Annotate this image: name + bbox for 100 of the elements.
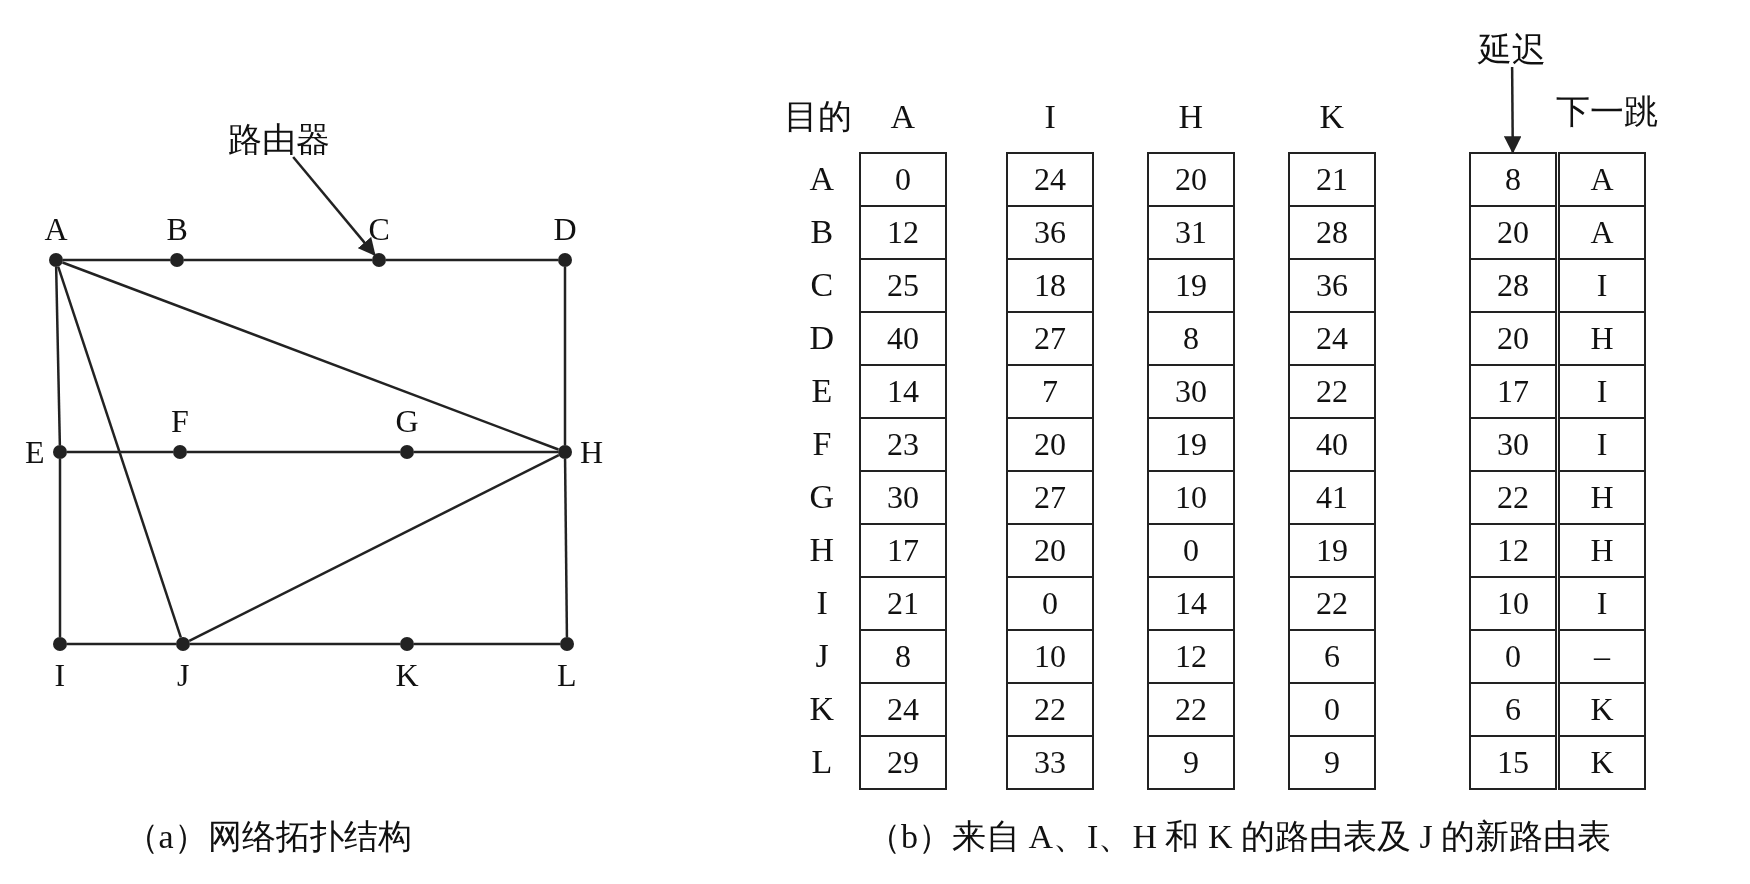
- table-cell: 27: [1006, 311, 1094, 366]
- callout-text: 路由器: [228, 123, 330, 157]
- link-line: [190, 642, 400, 646]
- table-cell: –: [1558, 629, 1646, 684]
- table-cell: 19: [1288, 523, 1376, 578]
- table-cell: 6: [1288, 629, 1376, 684]
- table-cell: H: [1558, 523, 1646, 578]
- row-header: F: [812, 426, 832, 461]
- table-cell: 20: [1469, 205, 1557, 260]
- node-label: F: [171, 405, 189, 437]
- table-cell: 19: [1147, 258, 1235, 313]
- table-cell: 10: [1469, 576, 1557, 631]
- row-header: B: [810, 214, 834, 249]
- table-cell: 12: [859, 205, 947, 260]
- column-header: I: [1044, 100, 1056, 134]
- link-line: [188, 454, 560, 642]
- table-cell: 17: [859, 523, 947, 578]
- table-cell: 28: [1469, 258, 1557, 313]
- table-cell: 30: [859, 470, 947, 525]
- row-header: J: [815, 638, 829, 673]
- table-cell: 15: [1469, 735, 1557, 790]
- link-line: [414, 642, 560, 646]
- table-cell: 9: [1147, 735, 1235, 790]
- node-label: L: [557, 659, 577, 691]
- callout-text: 延迟: [1478, 33, 1546, 67]
- link-line: [63, 258, 170, 262]
- column-header: K: [1319, 100, 1345, 134]
- table-cell: 40: [859, 311, 947, 366]
- table-cell: 21: [1288, 152, 1376, 207]
- table-cell: 22: [1469, 470, 1557, 525]
- table-cell: 22: [1288, 576, 1376, 631]
- node-label: G: [395, 405, 419, 437]
- table-cell: H: [1558, 311, 1646, 366]
- node-label: A: [44, 213, 68, 245]
- caption: （b）来自 A、I、H 和 K 的路由表及 J 的新路由表: [867, 820, 1612, 854]
- table-cell: 30: [1469, 417, 1557, 472]
- table-cell: 22: [1006, 682, 1094, 737]
- table-cell: 0: [1147, 523, 1235, 578]
- table-cell: A: [1558, 205, 1646, 260]
- table-cell: 28: [1288, 205, 1376, 260]
- link-line: [563, 267, 567, 445]
- table-cell: 10: [1147, 470, 1235, 525]
- table-cell: 25: [859, 258, 947, 313]
- table-cell: 20: [1147, 152, 1235, 207]
- table-cell: 19: [1147, 417, 1235, 472]
- table-cell: 7: [1006, 364, 1094, 419]
- table-cell: 18: [1006, 258, 1094, 313]
- table-cell: 41: [1288, 470, 1376, 525]
- link-line: [54, 266, 62, 446]
- node-label: I: [54, 659, 66, 691]
- link-line: [563, 459, 569, 637]
- row-header: D: [809, 320, 835, 355]
- link-line: [67, 450, 173, 454]
- link-line: [67, 642, 176, 646]
- table-cell: 0: [859, 152, 947, 207]
- link-line: [58, 459, 62, 637]
- row-header: C: [810, 267, 834, 302]
- row-header: H: [809, 532, 835, 567]
- table-cell: 30: [1147, 364, 1235, 419]
- link-line: [62, 261, 559, 451]
- table-cell: 22: [1147, 682, 1235, 737]
- node-label: C: [368, 213, 390, 245]
- table-cell: 21: [859, 576, 947, 631]
- table-cell: 29: [859, 735, 947, 790]
- table-cell: A: [1558, 152, 1646, 207]
- node-label: E: [25, 436, 45, 468]
- column-header: 目的: [784, 100, 852, 134]
- table-cell: 17: [1469, 364, 1557, 419]
- row-header: I: [816, 585, 828, 620]
- node-label: J: [177, 659, 190, 691]
- table-cell: 8: [1147, 311, 1235, 366]
- table-cell: 6: [1469, 682, 1557, 737]
- node-label: D: [553, 213, 577, 245]
- table-cell: 24: [1288, 311, 1376, 366]
- link-line: [414, 450, 558, 454]
- table-cell: 22: [1288, 364, 1376, 419]
- table-cell: 20: [1006, 417, 1094, 472]
- table-cell: 23: [859, 417, 947, 472]
- table-cell: 33: [1006, 735, 1094, 790]
- table-cell: 27: [1006, 470, 1094, 525]
- node-label: B: [166, 213, 188, 245]
- table-cell: 8: [1469, 152, 1557, 207]
- table-cell: 8: [859, 629, 947, 684]
- leader-arrow: [1503, 67, 1522, 154]
- table-cell: 20: [1006, 523, 1094, 578]
- table-cell: 24: [859, 682, 947, 737]
- table-cell: K: [1558, 735, 1646, 790]
- table-cell: 0: [1288, 682, 1376, 737]
- leader-arrow: [292, 156, 376, 256]
- table-cell: 24: [1006, 152, 1094, 207]
- table-cell: K: [1558, 682, 1646, 737]
- link-line: [184, 258, 372, 262]
- row-header: G: [809, 479, 835, 514]
- table-cell: 40: [1288, 417, 1376, 472]
- table-cell: 20: [1469, 311, 1557, 366]
- row-header: K: [809, 691, 835, 726]
- caption: （a）网络拓扑结构: [124, 820, 412, 854]
- node-label: K: [395, 659, 419, 691]
- table-cell: 10: [1006, 629, 1094, 684]
- table-cell: H: [1558, 470, 1646, 525]
